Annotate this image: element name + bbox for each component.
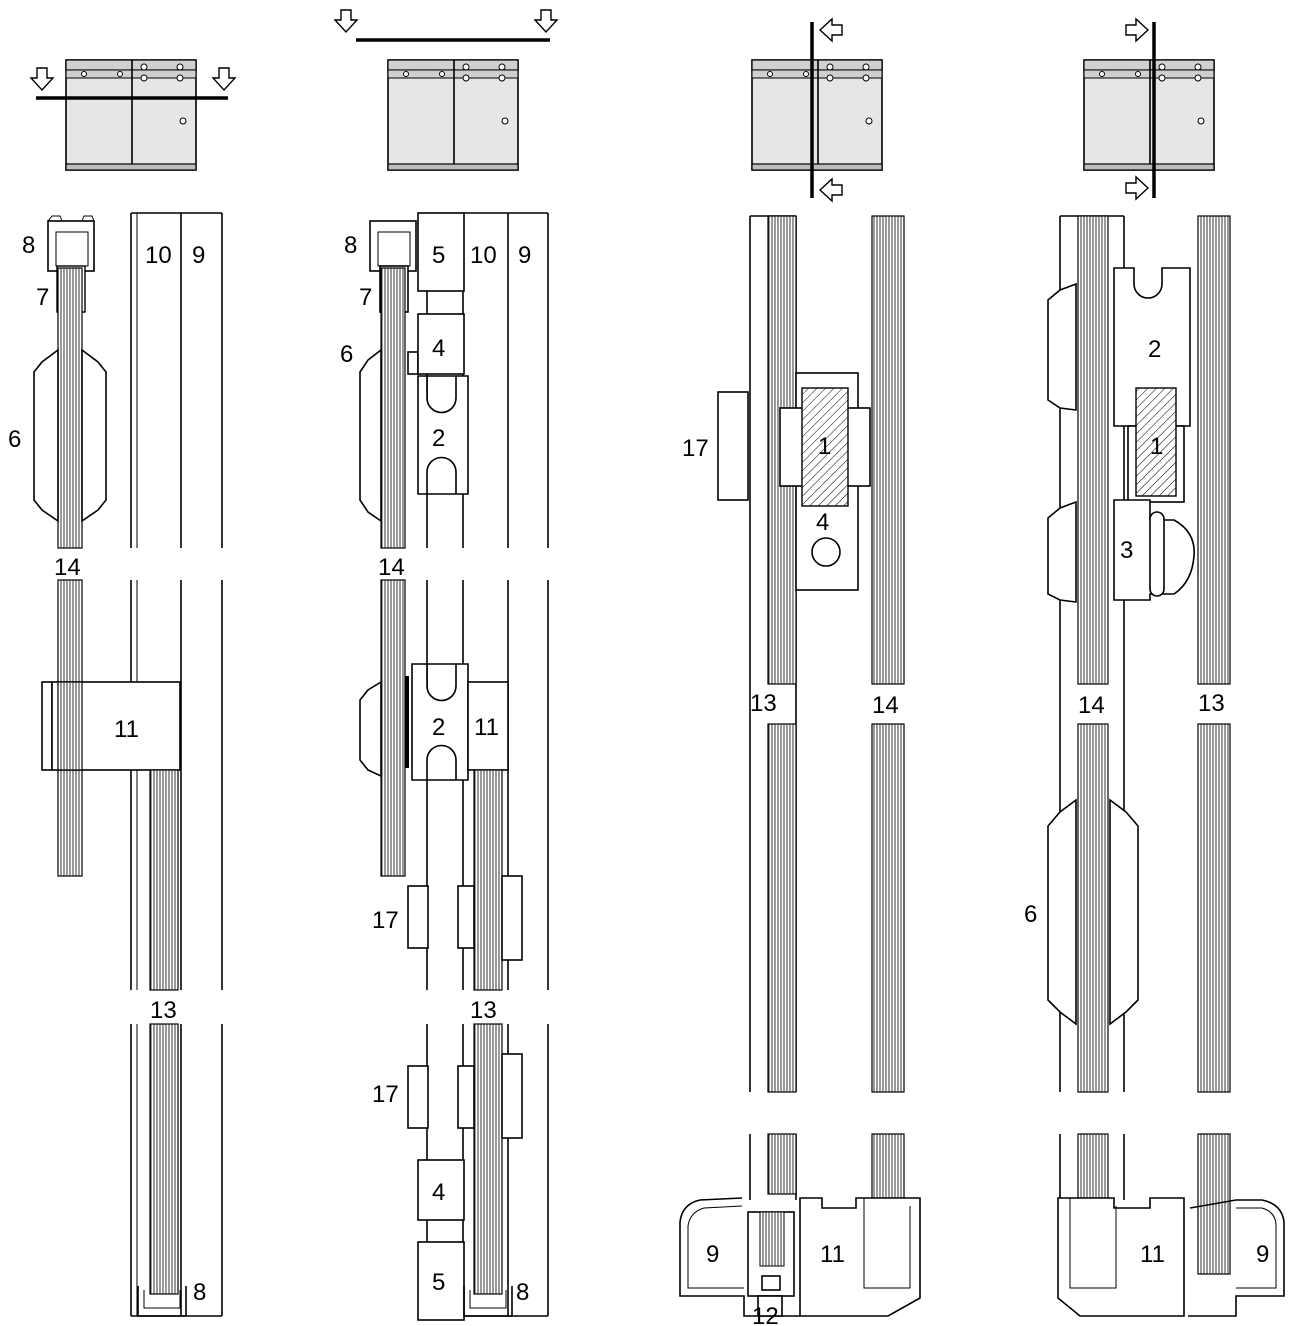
label-13: 13	[1198, 690, 1225, 717]
label-6: 6	[1024, 901, 1037, 928]
glass-13-lower	[473, 1023, 503, 1295]
carrier-11-shape	[799, 1197, 921, 1317]
label-9: 9	[518, 242, 531, 269]
glass-14-upper	[1077, 215, 1109, 685]
glass-13-upper	[1197, 215, 1231, 685]
part-17-b-shape	[407, 1065, 429, 1129]
label-11: 11	[1140, 1241, 1165, 1268]
part-5-top-shape	[417, 212, 465, 292]
bumper-6-right	[81, 348, 107, 523]
glass-13-upper	[149, 769, 179, 991]
arrow-down-icon	[30, 67, 54, 91]
part-2-top-shape	[417, 375, 469, 495]
label-14: 14	[1078, 692, 1105, 719]
part-2-mid-shape	[411, 663, 469, 781]
label-9: 9	[192, 242, 205, 269]
cabinet-icon	[387, 59, 519, 171]
view-4: 2 1 3 14 13 6 11 9	[1024, 18, 1285, 1317]
label-7: 7	[359, 284, 372, 311]
label-13: 13	[470, 997, 497, 1024]
label-4-bottom: 4	[432, 1179, 445, 1206]
part-1-shape	[1135, 387, 1177, 497]
label-11: 11	[114, 716, 139, 743]
carrier-11-shape	[467, 681, 509, 771]
label-11: 11	[474, 714, 499, 741]
glass-13-lower	[767, 723, 797, 1093]
arrow-left-icon	[819, 178, 843, 202]
glass-14-lower	[1077, 723, 1109, 1093]
label-2: 2	[1148, 336, 1161, 363]
label-8: 8	[344, 232, 357, 259]
part-4-bottom-shape	[417, 1159, 465, 1221]
arrow-right-icon	[1125, 176, 1149, 200]
label-2-top: 2	[432, 425, 445, 452]
glass-13-lower	[149, 1023, 179, 1295]
part-4-top-shape	[417, 313, 465, 375]
part-1-shape	[801, 387, 849, 507]
label-8-bottom: 8	[193, 1279, 206, 1306]
profile-8-bottom-shape	[131, 1286, 222, 1317]
arrow-right-icon	[1125, 18, 1149, 42]
profile-9-shape	[679, 1197, 800, 1317]
glass-14-upper	[57, 267, 83, 549]
label-6: 6	[8, 426, 21, 453]
label-8-top: 8	[22, 232, 35, 259]
profile-8-bottom-shape	[463, 1286, 548, 1317]
glass-13-lower	[1197, 723, 1231, 1093]
arrow-down-icon	[212, 67, 236, 91]
part-5-bottom-shape	[417, 1241, 465, 1321]
label-14: 14	[872, 692, 899, 719]
label-1: 1	[1150, 433, 1163, 460]
label-10: 10	[470, 242, 497, 269]
part-17-a-shape	[407, 885, 429, 949]
label-17-b: 17	[372, 1081, 399, 1108]
arrow-down-icon	[534, 9, 558, 33]
label-7: 7	[36, 284, 49, 311]
label-10: 10	[145, 242, 172, 269]
glass-14-lower	[380, 579, 406, 877]
arrow-left-icon	[819, 18, 843, 42]
label-5-top: 5	[432, 242, 445, 269]
view-1: 8 10 9 7 6 14 11 13 8	[8, 59, 236, 1317]
profile-8-shape	[369, 220, 417, 272]
label-5-bottom: 5	[432, 1269, 445, 1296]
label-12: 12	[752, 1303, 779, 1326]
cabinet-icon	[65, 59, 197, 171]
label-6: 6	[340, 341, 353, 368]
bumper-6-right	[1109, 798, 1139, 1026]
label-13: 13	[150, 997, 177, 1024]
view-2: 8 5 10 9 7 4 6 2 14 2 11 17 13 17 4 5 8	[334, 9, 558, 1321]
profile-8-top-shape	[47, 215, 95, 272]
glass-14-lower	[871, 723, 905, 1093]
label-9: 9	[1256, 1241, 1269, 1268]
glass-14-upper	[380, 267, 406, 549]
label-1: 1	[818, 433, 831, 460]
glass-13-upper	[473, 769, 503, 991]
profile-9-shape	[1188, 1199, 1285, 1317]
label-17-a: 17	[372, 907, 399, 934]
label-14: 14	[378, 554, 405, 581]
part-17-shape	[717, 391, 749, 501]
part-2-shape	[1113, 267, 1191, 427]
label-9: 9	[706, 1241, 719, 1268]
label-13: 13	[750, 690, 777, 717]
label-8-bottom: 8	[516, 1279, 529, 1306]
bumper-6-left	[33, 348, 59, 523]
view-3: 17 1 4 13 14 9 11 12	[679, 18, 921, 1326]
carrier-11-shape	[1057, 1197, 1185, 1317]
label-2-mid: 2	[432, 714, 445, 741]
arrow-down-icon	[334, 9, 358, 33]
label-4-top: 4	[432, 335, 445, 362]
cabinet-icon	[1083, 59, 1215, 171]
label-17: 17	[682, 435, 709, 462]
bumper-6-left	[1047, 798, 1077, 1026]
label-11: 11	[820, 1241, 845, 1268]
label-3: 3	[1120, 537, 1133, 564]
label-4: 4	[816, 509, 829, 536]
glass-14-upper	[871, 215, 905, 685]
cabinet-icon	[751, 59, 883, 171]
label-14: 14	[54, 554, 81, 581]
